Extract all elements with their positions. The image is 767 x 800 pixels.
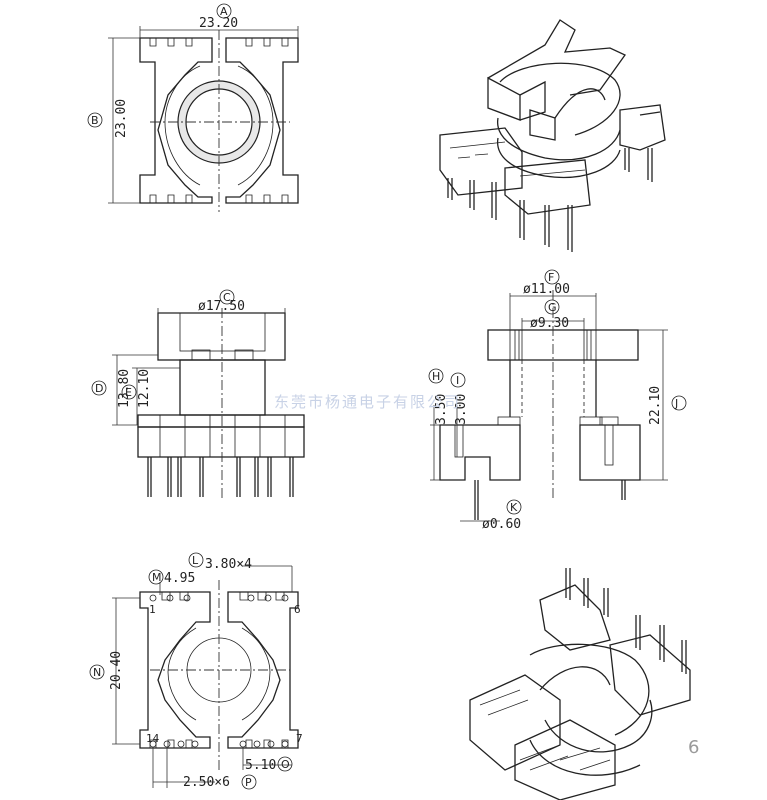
pin-14-label: 14: [146, 732, 160, 745]
dim-d-label: D: [95, 382, 103, 395]
dim-o-value: 5.10: [245, 758, 276, 773]
dim-a-value: 23.20: [199, 16, 238, 31]
bottom-view: 1 6 14 7 3.80×4 L 4.95 M 20.40 N 5.10 O …: [89, 552, 303, 790]
side-section-view: ø11.00 F ø9.30 G 22.10 J 3.50 3.00 H I ø…: [428, 269, 687, 532]
dim-d-value: 13.80: [117, 369, 132, 408]
dim-j-label: J: [674, 397, 678, 410]
dim-k-value: ø0.60: [482, 517, 521, 532]
dim-g-value: ø9.30: [530, 316, 569, 331]
dim-c-label: C: [223, 291, 231, 304]
pin-6-label: 6: [294, 603, 301, 616]
pin-7-label: 7: [296, 732, 303, 745]
dim-p-label: P: [245, 776, 252, 789]
top-view: 23.20 A 23.00 B: [87, 3, 299, 212]
dim-e-label: E: [125, 386, 132, 399]
dim-e-value: 12.10: [137, 369, 152, 408]
dim-g-label: G: [548, 301, 557, 314]
dim-c-value: ø17.50: [198, 299, 245, 314]
dim-f-label: F: [548, 271, 554, 284]
pin-1-label: 1: [149, 603, 156, 616]
dim-i-value: 3.00: [454, 394, 469, 425]
dim-b-label: B: [91, 114, 99, 127]
watermark-text: 东莞市杨通电子有限公司: [274, 393, 461, 411]
dim-h-label: H: [432, 370, 440, 383]
isometric-view-bottom: [469, 568, 691, 800]
dim-l-label: L: [192, 554, 199, 567]
dim-k-label: K: [510, 501, 518, 514]
dim-b-value: 23.00: [114, 99, 129, 138]
dim-p-value: 2.50×6: [183, 775, 230, 790]
page-number: 6: [688, 737, 699, 758]
dim-j-value: 22.10: [648, 386, 663, 425]
dim-o-label: O: [281, 758, 290, 771]
dim-i-label: I: [456, 374, 459, 387]
dim-m-label: M: [152, 571, 162, 584]
dim-n-value: 20.40: [109, 651, 124, 690]
dim-f-value: ø11.00: [523, 282, 570, 297]
isometric-view-top: [439, 19, 666, 252]
dim-m-value: 4.95: [164, 571, 195, 586]
dim-a-label: A: [220, 5, 228, 18]
front-view: ø17.50 C 13.80 12.10 D E: [91, 289, 305, 500]
dim-n-label: N: [93, 666, 101, 679]
dim-l-value: 3.80×4: [205, 557, 252, 572]
dim-h-value: 3.50: [434, 394, 449, 425]
